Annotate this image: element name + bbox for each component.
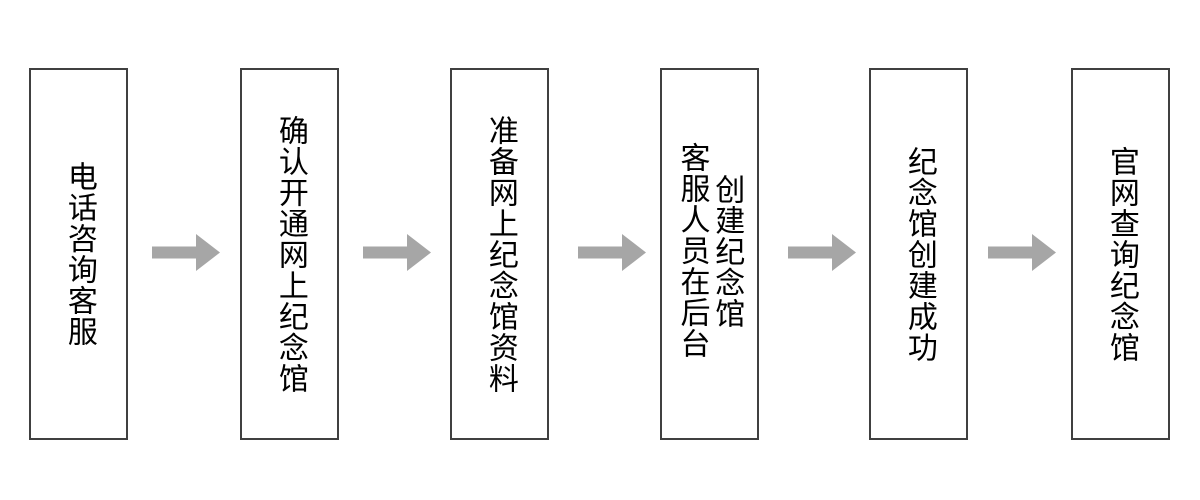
flow-node-query-memorial-on-official-site[interactable]: 官网查询纪念馆 [1071,68,1170,440]
arrow-right-icon [578,234,646,271]
arrow-right-icon [363,234,431,271]
flow-node-confirm-open-online-memorial[interactable]: 确认开通网上纪念馆 [240,68,339,440]
flow-node-label: 确认开通网上纪念馆 [272,114,308,394]
flow-node-phone-consult-support[interactable]: 电话咨询客服 [29,68,128,440]
flow-node-label: 纪念馆创建成功 [901,145,937,363]
flow-node-label: 客服人员在后台 [674,142,710,359]
flow-node-prepare-memorial-materials[interactable]: 准备网上纪念馆资料 [450,68,549,440]
flow-node-label-secondary: 创建纪念馆 [709,174,745,329]
arrow-right-icon [788,234,856,271]
flow-node-support-staff-create-memorial[interactable]: 创建纪念馆 客服人员在后台 [660,68,759,440]
arrow-right-icon [988,234,1056,271]
flow-node-label: 准备网上纪念馆资料 [482,114,518,394]
flow-node-memorial-created-successfully[interactable]: 纪念馆创建成功 [869,68,968,440]
flow-node-label: 官网查询纪念馆 [1103,145,1139,363]
flow-node-label: 电话咨询客服 [61,161,97,347]
arrow-right-icon [152,234,220,271]
